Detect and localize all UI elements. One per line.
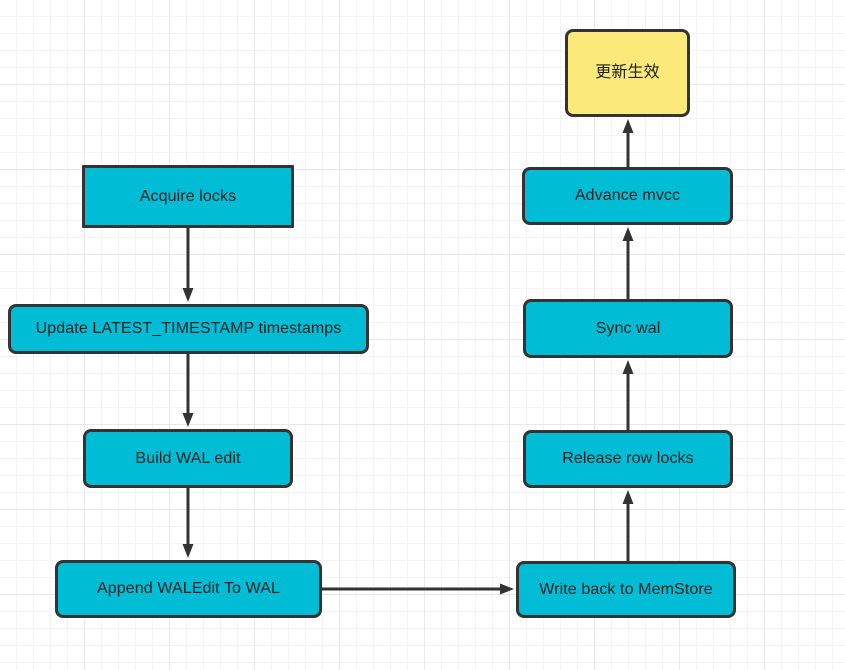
node-update_ts[interactable]: Update LATEST_TIMESTAMP timestamps xyxy=(8,304,369,354)
edge-advance_mvcc-to-update_effective xyxy=(622,119,634,167)
node-label: Advance mvcc xyxy=(574,187,681,205)
edge-acquire_locks-to-update_ts xyxy=(182,228,194,302)
node-acquire_locks[interactable]: Acquire locks xyxy=(82,165,294,228)
node-label: Update LATEST_TIMESTAMP timestamps xyxy=(35,320,342,338)
arrowhead-icon xyxy=(500,583,514,595)
arrowhead-icon xyxy=(622,227,634,241)
node-label: Write back to MemStore xyxy=(539,580,713,598)
node-update_effective[interactable]: 更新生效 xyxy=(565,29,690,117)
node-write_memstore[interactable]: Write back to MemStore xyxy=(516,561,736,618)
arrowhead-icon xyxy=(182,413,194,427)
node-sync_wal[interactable]: Sync wal xyxy=(523,299,733,358)
edge-update_ts-to-build_wal_edit xyxy=(182,354,194,427)
edge-sync_wal-to-advance_mvcc xyxy=(622,227,634,299)
arrowhead-icon xyxy=(622,360,634,374)
edge-append_wal-to-write_memstore xyxy=(322,583,514,595)
node-append_wal[interactable]: Append WALEdit To WAL xyxy=(55,560,322,618)
arrowhead-icon xyxy=(622,119,634,133)
edge-release_locks-to-sync_wal xyxy=(622,360,634,430)
node-label: Append WALEdit To WAL xyxy=(97,580,280,598)
node-label: Build WAL edit xyxy=(135,449,241,467)
arrowhead-icon xyxy=(182,544,194,558)
node-build_wal_edit[interactable]: Build WAL edit xyxy=(83,429,293,488)
edge-write_memstore-to-release_locks xyxy=(622,490,634,561)
node-label: Sync wal xyxy=(595,319,661,337)
node-advance_mvcc[interactable]: Advance mvcc xyxy=(522,167,733,225)
edge-build_wal_edit-to-append_wal xyxy=(182,488,194,558)
node-label: Acquire locks xyxy=(139,187,237,205)
node-release_locks[interactable]: Release row locks xyxy=(523,430,733,488)
node-label: 更新生效 xyxy=(595,64,660,82)
node-label: Release row locks xyxy=(562,450,694,468)
arrowhead-icon xyxy=(182,288,194,302)
arrowhead-icon xyxy=(622,490,634,504)
